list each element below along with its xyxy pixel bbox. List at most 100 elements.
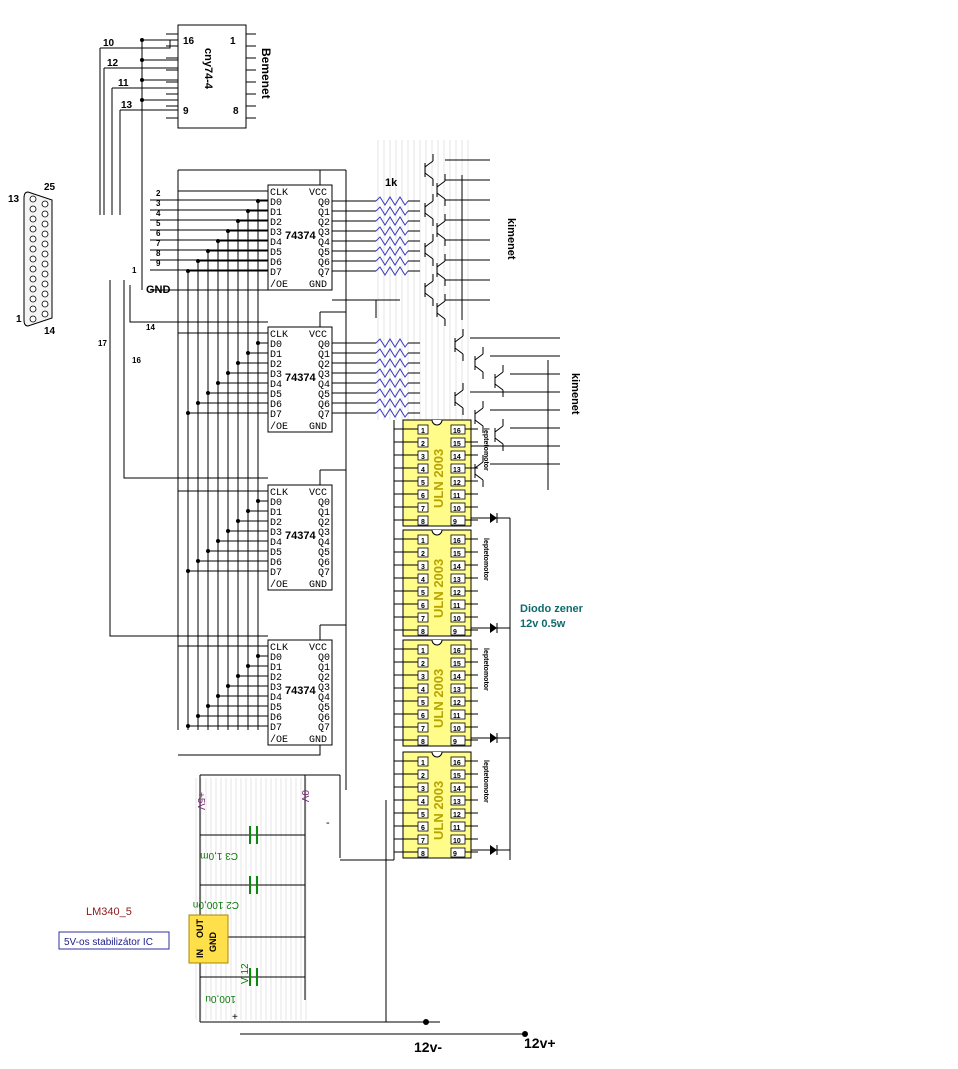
uln-pin-left: 1 (421, 648, 425, 655)
uln-pin-left: 4 (421, 467, 425, 474)
uln-pin-left: 2 (421, 773, 425, 780)
uln-pin-right: 10 (453, 726, 461, 733)
resistor (375, 236, 409, 246)
transistor (494, 365, 504, 397)
transistor-emitter (424, 172, 434, 180)
uln-pin-left: 6 (421, 825, 425, 832)
latch-q: Q5 (318, 248, 330, 259)
db25-pins (29, 195, 49, 323)
transistor-emitter (454, 401, 464, 409)
latch-d: D1 (270, 663, 282, 674)
optocoupler-body (177, 24, 247, 129)
latch-oe: /OE (270, 734, 288, 746)
transistor-collector (474, 407, 484, 415)
uln-pin-right: 9 (453, 519, 457, 526)
transistor-emitter (474, 365, 484, 373)
transistor-collector (436, 260, 446, 268)
data-pin-4: 4 (156, 209, 161, 218)
transistor (424, 194, 434, 226)
latch-name: 74374 (285, 372, 316, 384)
transistor-collector (424, 240, 434, 248)
transistor-emitter (474, 473, 484, 481)
transistor (424, 274, 434, 306)
zener-label-line1: Diodo zener (520, 603, 584, 615)
reg-gnd: GND (208, 932, 218, 953)
latch-clk: CLK (270, 488, 288, 499)
latch-q: Q6 (318, 258, 330, 269)
db25-pin (41, 280, 49, 288)
transistor-collector (436, 300, 446, 308)
resistor-label: 1k (385, 177, 398, 189)
db25-pin (41, 200, 49, 208)
uln-pin-left: 2 (421, 441, 425, 448)
latch-d: D0 (270, 498, 282, 509)
uln-pin-right: 14 (453, 786, 461, 793)
regulator-desc-box (58, 931, 170, 950)
data-pin-3: 3 (156, 199, 161, 208)
latch-clk: CLK (270, 330, 288, 341)
uln-pin-left: 3 (421, 786, 425, 793)
latch-d: D3 (270, 228, 282, 239)
plus12-label: 12v+ (524, 1035, 556, 1051)
opto-pin-16: 16 (183, 36, 195, 47)
latch-q: Q3 (318, 683, 330, 694)
minus12-label: 12v- (414, 1039, 442, 1055)
optocoupler-wires (99, 33, 256, 290)
uln-pin-right: 9 (453, 851, 457, 858)
latch-d: D7 (270, 410, 282, 421)
db25-pin (29, 315, 37, 323)
uln-pin-right: 11 (453, 603, 461, 610)
latch-gnd: GND (309, 735, 327, 746)
db25-pin (29, 265, 37, 273)
db25-pin (41, 310, 49, 318)
latch-d: D4 (270, 693, 282, 704)
db25-pin-14: 14 (44, 326, 56, 337)
data-pin-8: 8 (156, 249, 161, 258)
uln-pin-right: 10 (453, 838, 461, 845)
db25-connector: 13 25 1 14 (8, 182, 56, 337)
resistor (375, 348, 409, 358)
db25-pin (29, 235, 37, 243)
zener-label-line2: 12v 0.5w (520, 618, 566, 630)
uln-pin-left: 6 (421, 713, 425, 720)
transistor (424, 234, 434, 266)
transistor-collector (494, 371, 504, 379)
uln-pin-left: 8 (421, 739, 425, 746)
latch-d: D2 (270, 218, 282, 229)
uln-notch (431, 751, 443, 758)
uln-pin-left: 3 (421, 454, 425, 461)
db25-pin-25: 25 (44, 182, 56, 193)
c1-label: 100,0u (205, 993, 236, 1004)
output-label-2: kimenet (569, 373, 581, 415)
uln-pin-right: 12 (453, 590, 461, 597)
latch-d: D0 (270, 340, 282, 351)
resistor (375, 368, 409, 378)
uln-pin-left: 4 (421, 687, 425, 694)
zener-diode (490, 845, 497, 855)
transistor-emitter (424, 292, 434, 300)
db25-pin (29, 205, 37, 213)
db25-pin (29, 305, 37, 313)
transistor-emitter (494, 437, 504, 445)
ctrl-pin-1: 1 (132, 266, 137, 275)
uln-pin-right: 15 (453, 441, 461, 448)
uln-pin-right: 12 (453, 480, 461, 487)
latch-vcc: VCC (309, 330, 327, 341)
latch-oe: /OE (270, 421, 288, 433)
db25-pin (41, 290, 49, 298)
transistor-collector (474, 461, 484, 469)
transistor (424, 154, 434, 186)
latch-q: Q5 (318, 390, 330, 401)
latch-q: Q5 (318, 548, 330, 559)
db25-pin (29, 255, 37, 263)
transistor (436, 174, 446, 206)
latch-oe: /OE (270, 579, 288, 591)
uln-motor-label: leptetomotor (482, 648, 489, 691)
latch-oe: /OE (270, 279, 288, 291)
uln-pin-left: 3 (421, 564, 425, 571)
